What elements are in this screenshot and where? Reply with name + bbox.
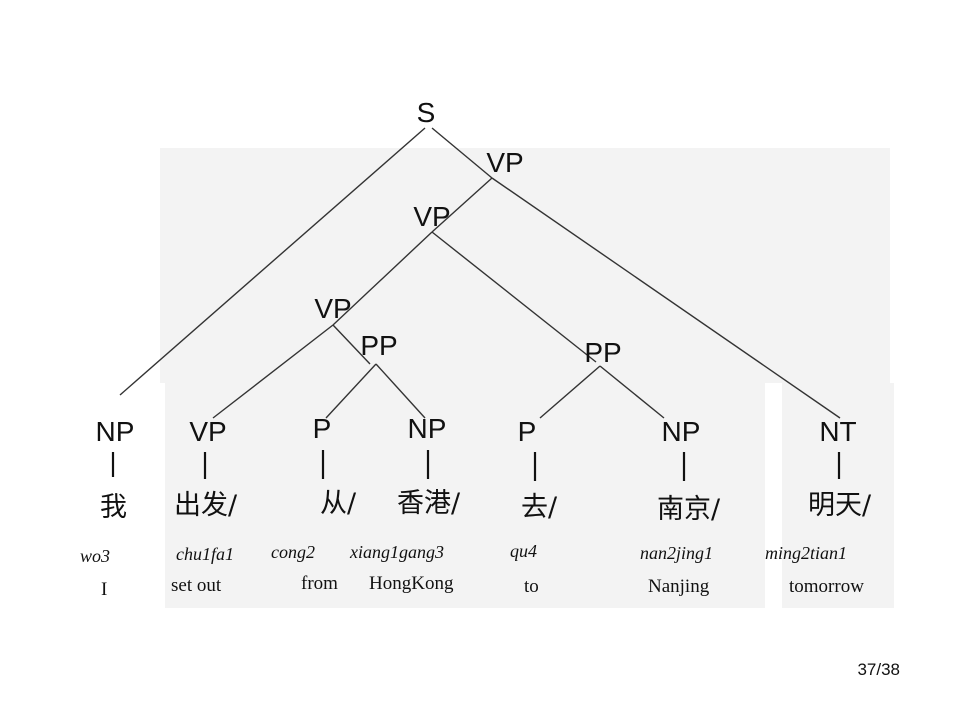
word-chufa: 出发/	[174, 490, 238, 521]
edge-vp2-pp2	[431, 231, 597, 363]
pinyin-nanjing: nan2jing1	[640, 543, 713, 563]
edge-s-np	[119, 127, 426, 396]
pinyin-mingtian: ming2tian1	[765, 543, 847, 563]
word-wo: 我	[100, 492, 127, 523]
edge-vp1-nt	[491, 177, 841, 419]
edge-pp2-p	[539, 365, 601, 419]
word-xianggang: 香港/	[397, 488, 461, 519]
word-mingtian: 明天/	[808, 490, 872, 521]
gloss-nanjing: Nanjing	[648, 576, 710, 597]
leaf-tag-nt: NT	[819, 416, 856, 447]
leaf-tag-p-2: P	[518, 416, 537, 447]
edge-pp2-np	[599, 365, 665, 419]
tree-edges	[119, 127, 841, 419]
edge-vp1-vp2	[431, 177, 493, 233]
gloss-set-out: set out	[171, 575, 222, 596]
scan-background-lower	[165, 383, 765, 608]
edge-vp3-pp1	[332, 324, 371, 365]
gloss-hongkong: HongKong	[369, 573, 454, 594]
gloss-from: from	[301, 573, 338, 594]
pinyin-wo: wo3	[80, 546, 110, 566]
edge-vp2-vp3	[332, 231, 433, 326]
pinyin-cong: cong2	[271, 542, 315, 562]
leaf-tag-vp: VP	[189, 416, 226, 447]
pinyin-xianggang: xiang1gang3	[349, 542, 444, 562]
gloss-tomorrow: tomorrow	[789, 576, 864, 597]
edge-pp1-np	[375, 363, 426, 419]
leaf-stems	[111, 450, 841, 481]
gloss-to: to	[524, 576, 539, 597]
leaf-tag-np-1: NP	[96, 416, 135, 447]
scan-background-upper	[160, 148, 890, 383]
word-qu: 去/	[521, 492, 558, 523]
leaf-tag-p-1: P	[313, 413, 332, 444]
word-nanjing: 南京/	[657, 494, 721, 525]
word-cong: 从/	[320, 488, 357, 519]
page-number: 37/38	[857, 660, 900, 679]
node-pp2: PP	[584, 337, 621, 368]
node-vp3: VP	[314, 293, 351, 324]
scan-background-right	[782, 383, 894, 608]
gloss-i: I	[101, 579, 107, 600]
node-vp2: VP	[413, 201, 450, 232]
node-pp1: PP	[360, 330, 397, 361]
edge-s-vp1	[431, 127, 493, 179]
leaf-tag-np-2: NP	[408, 413, 447, 444]
edge-vp3-vp	[212, 324, 334, 419]
edge-pp1-p	[325, 363, 377, 419]
pinyin-qu: qu4	[510, 541, 537, 561]
leaf-tag-np-3: NP	[662, 416, 701, 447]
node-vp1: VP	[486, 147, 523, 178]
pinyin-chufa: chu1fa1	[176, 544, 234, 564]
node-s: S	[417, 97, 436, 128]
